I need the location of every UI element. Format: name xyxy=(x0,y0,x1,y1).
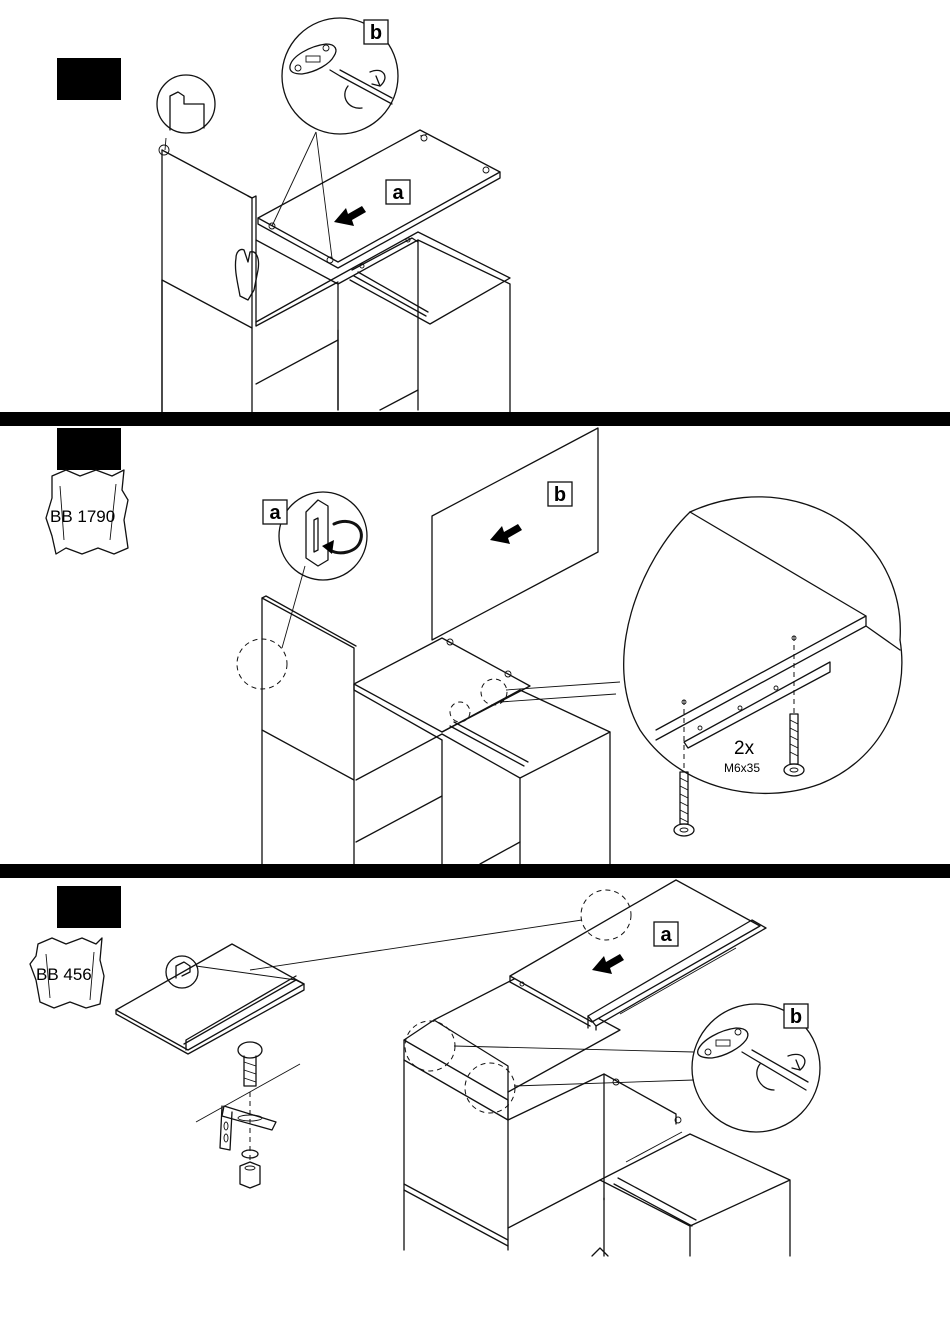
cabinet-side-panel xyxy=(162,150,256,412)
separator-1 xyxy=(0,412,950,426)
svg-text:a: a xyxy=(660,924,672,946)
svg-text:a: a xyxy=(269,502,281,524)
back-panel-b: b xyxy=(432,428,598,640)
cabinet-body-2 xyxy=(354,638,620,864)
step-1-number-box xyxy=(57,58,121,100)
svg-text:BB 1790: BB 1790 xyxy=(50,507,115,526)
screw-icon xyxy=(674,772,694,836)
detail-circle-a-2: a xyxy=(263,492,367,580)
screw-count: 2x xyxy=(734,738,755,759)
screw-spec: M6x35 xyxy=(724,761,760,775)
top-board-a-3: a xyxy=(250,880,766,1030)
callout-a: a xyxy=(386,180,410,204)
shelf-with-bracket xyxy=(116,944,304,1054)
cabinet-side-panel-2 xyxy=(237,566,356,864)
detail-circle-b-3: b xyxy=(454,1004,820,1132)
svg-text:a: a xyxy=(392,182,404,204)
detail-circle-notch xyxy=(157,75,215,155)
cabinet-top-rails xyxy=(256,232,510,412)
step-3-number-box xyxy=(57,886,121,928)
hardware-bag-bb1790: BB 1790 xyxy=(46,470,128,554)
detail-circle-screws: 2x M6x35 xyxy=(624,497,902,836)
hardware-bag-bb456: BB 456 xyxy=(30,938,104,1008)
step-2: BB 1790 b xyxy=(46,428,902,864)
svg-text:b: b xyxy=(554,484,566,506)
svg-text:b: b xyxy=(370,22,382,44)
separator-2 xyxy=(0,864,950,878)
bracket-hardware xyxy=(196,1042,300,1188)
step-3: BB 456 xyxy=(30,880,820,1256)
step-2-number-box xyxy=(57,428,121,470)
step-1: a b xyxy=(57,18,510,412)
hand-icon xyxy=(235,249,258,300)
svg-text:b: b xyxy=(790,1006,802,1028)
top-board-a xyxy=(258,130,500,268)
svg-text:BB 456: BB 456 xyxy=(36,965,92,984)
screw-icon xyxy=(784,714,804,776)
